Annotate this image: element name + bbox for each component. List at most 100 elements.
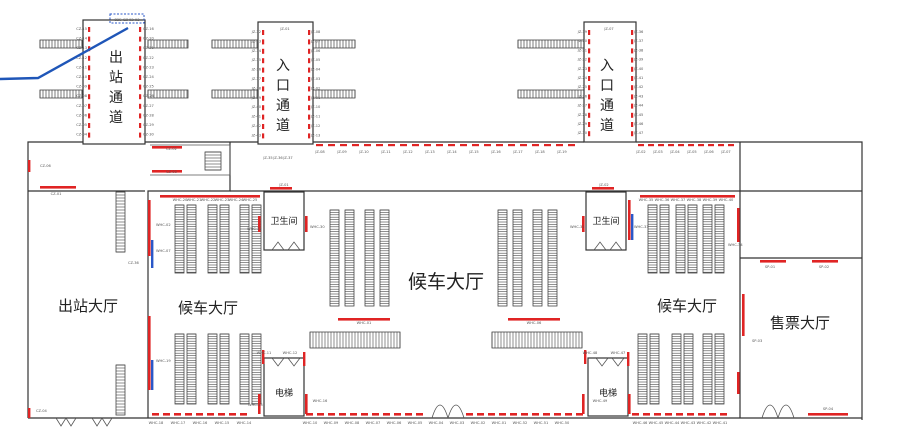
gate-marker [709, 413, 716, 416]
seat-row [174, 204, 185, 274]
gate-code: JZ-36 [272, 156, 283, 160]
gate-code: WHC-23 [215, 198, 230, 202]
gate-code: JZ-36 [633, 30, 644, 34]
gate-marker [139, 84, 142, 90]
gate-marker [588, 76, 591, 81]
gate-marker [88, 132, 91, 138]
gate-marker [520, 144, 527, 147]
gate-code: JZ-02 [598, 183, 608, 187]
gate-marker [28, 160, 31, 172]
gate-marker [499, 413, 506, 416]
gate-code: JZ-24 [577, 76, 588, 80]
exit-hall-label: 出站大厅 [58, 297, 118, 315]
gate-code: WHC-49 [593, 399, 608, 403]
gate-marker [698, 413, 705, 416]
gate-marker [305, 216, 308, 232]
gate-code: CZ-05 [76, 123, 87, 127]
gate-code: JZ-37 [633, 39, 643, 43]
gate-marker [258, 394, 261, 414]
svg-text:出: 出 [109, 50, 123, 66]
gate-marker [262, 30, 265, 35]
seat-row [702, 333, 713, 405]
seat-row [239, 333, 250, 405]
seat-row [702, 204, 713, 274]
gate-marker [148, 200, 151, 256]
gate-marker [631, 214, 634, 240]
exit-passage-label: 出 站 通 道 [109, 50, 123, 126]
gate-code: WHC-04 [429, 421, 444, 425]
gate-code: WHC-30 [310, 225, 325, 229]
gate-marker [328, 413, 335, 416]
gate-marker [592, 187, 614, 190]
gate-marker [532, 413, 539, 416]
gate-code: CZ-29 [143, 123, 154, 127]
gate-marker [88, 123, 91, 128]
gate-code: CZ-10 [76, 75, 87, 79]
seat-row [547, 209, 558, 307]
gate-code: JZ-20 [577, 39, 588, 43]
gate-code: WHC-01 [357, 321, 372, 325]
gate-marker [477, 413, 484, 416]
gate-marker [350, 413, 357, 416]
gate-code: WHC-14 [237, 421, 252, 425]
seat-row [239, 204, 250, 274]
gate-code: WHC-15 [215, 421, 230, 425]
gate-marker [543, 413, 550, 416]
gate-code: SP-04 [823, 407, 834, 411]
gate-code: CZ-20 [143, 37, 154, 41]
escalator [204, 151, 222, 171]
gate-code: WHC-40 [719, 198, 734, 202]
gate-marker [631, 39, 634, 45]
gate-code: CZ-08 [76, 94, 87, 98]
escalators [115, 151, 583, 416]
gate-code: WHC-22 [201, 198, 216, 202]
gate-marker [631, 112, 634, 118]
svg-text:电梯: 电梯 [599, 387, 617, 399]
gate-code: JZ-41 [633, 76, 643, 80]
gate-code: JZ-28 [577, 113, 588, 117]
gate-marker [328, 144, 335, 147]
gate-code: JZ-45 [633, 113, 643, 117]
gate-code: WHC-48 [583, 351, 598, 355]
gate-marker [88, 84, 91, 90]
gate-marker [484, 144, 491, 147]
gate-marker [698, 144, 704, 147]
seat-row [207, 204, 218, 274]
gate-marker [218, 413, 225, 416]
gate-marker [665, 413, 672, 416]
gate-code: JZ-30 [577, 131, 588, 135]
entry-passage-right-label: 入 口 通 道 [600, 58, 614, 134]
gate-marker [262, 58, 265, 64]
gate-code: JZ-25 [577, 85, 587, 89]
gate-marker [308, 77, 311, 82]
gate-marker [640, 195, 735, 198]
gate-code: WHC-24 [229, 198, 244, 202]
gate-code: WHC-43 [681, 421, 696, 425]
gate-code: JZ-26 [577, 94, 588, 98]
gate-marker [628, 200, 631, 240]
seat-row [683, 333, 694, 405]
gate-markers [28, 27, 848, 418]
gate-marker [308, 133, 311, 139]
gate-marker [139, 46, 142, 52]
gate-code: CZ-02 [166, 147, 177, 151]
gate-code: CZ-04 [36, 409, 47, 413]
gate-code: CZ-24 [143, 75, 154, 79]
gate-code: WHC-51 [534, 421, 549, 425]
gate-code: JZ-06 [310, 49, 321, 53]
gate-marker [737, 208, 740, 242]
seat-row [497, 209, 508, 307]
gate-code: JZ-11 [310, 115, 320, 119]
gate-code: JZ-19 [556, 150, 567, 154]
gate-code: CZ-15 [76, 27, 87, 31]
gate-marker [496, 144, 503, 147]
gate-marker [582, 216, 585, 232]
gate-marker [668, 144, 674, 147]
gate-marker [631, 66, 634, 72]
gate-code: JZ-22 [577, 58, 587, 62]
escalator [491, 331, 583, 349]
gate-code: CZ-09 [76, 85, 87, 89]
gate-marker [556, 144, 563, 147]
svg-text:通: 通 [276, 98, 290, 114]
gate-marker [152, 170, 182, 173]
